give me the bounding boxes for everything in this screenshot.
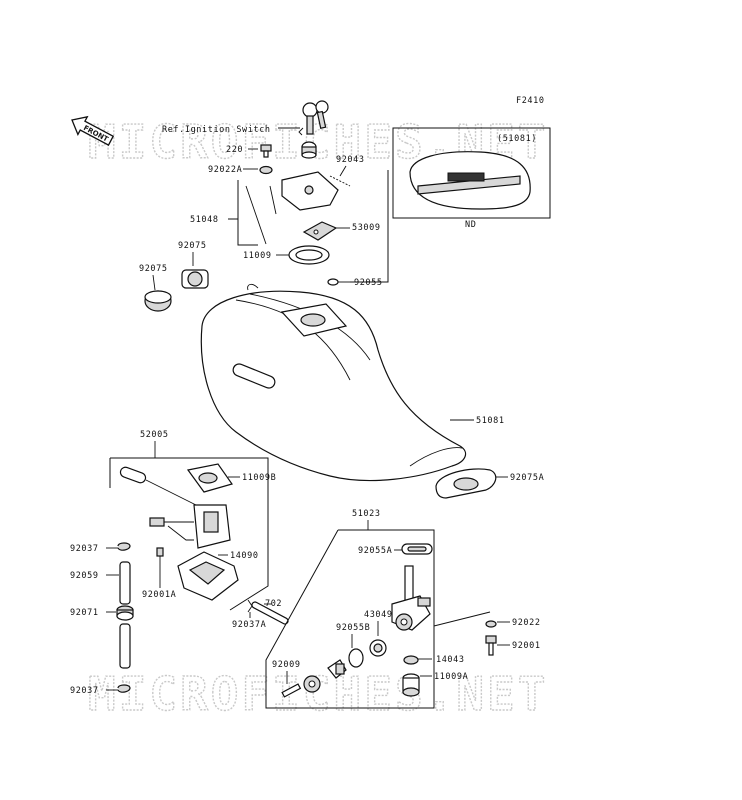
clip-92037-top-icon	[117, 542, 131, 551]
fuel-tank-icon	[200, 283, 467, 482]
label-92075-a: 92075	[178, 241, 207, 251]
clip-92037A-icon	[247, 599, 253, 613]
bolt-92001-icon	[485, 635, 497, 656]
label-92055: 92055	[354, 278, 383, 288]
label-11009A: 11009A	[434, 672, 468, 682]
screw-92009-icon	[281, 675, 321, 698]
cover-14090-icon	[177, 551, 239, 601]
spring-92043-icon	[329, 175, 351, 187]
label-92022A: 92022A	[208, 165, 242, 175]
gasket-92055A-icon	[401, 543, 433, 555]
gasket-11009-icon	[288, 245, 330, 265]
label-92059: 92059	[70, 571, 99, 581]
fuel-petcock-icon	[391, 565, 431, 631]
label-51048: 51048	[190, 215, 219, 225]
label-52005: 52005	[140, 430, 169, 440]
label-92071: 92071	[70, 608, 99, 618]
washer-92022A-icon	[259, 165, 273, 175]
label-92001A: 92001A	[142, 590, 176, 600]
label-92075-b: 92075	[139, 264, 168, 274]
watermark-bottom: MICROFICHES.NET	[88, 667, 548, 721]
cup-11009A-icon	[402, 673, 420, 697]
rod-702-icon	[251, 601, 289, 625]
label-92055A: 92055A	[358, 546, 392, 556]
label-53009: 53009	[352, 223, 381, 233]
label-92009: 92009	[272, 660, 301, 670]
label-92037A: 92037A	[232, 620, 266, 630]
hose-lower-icon	[119, 623, 131, 669]
label-92075A: 92075A	[510, 473, 544, 483]
label-92001: 92001	[512, 641, 541, 651]
label-92043: 92043	[336, 155, 365, 165]
screw-220-icon	[260, 144, 272, 158]
label-11009: 11009	[243, 251, 272, 261]
tank-emblem-icon	[409, 151, 531, 210]
cap-plate-icon	[281, 171, 339, 211]
lever-icon	[327, 659, 347, 679]
washer-92022-icon	[485, 620, 497, 628]
clip-92037-bottom-icon	[117, 684, 131, 693]
label-43049: 43049	[364, 610, 393, 620]
cushion-92075-b-icon	[144, 290, 172, 312]
label-702: 702	[265, 599, 282, 609]
label-51023: 51023	[352, 509, 381, 519]
label-220: 220	[226, 145, 243, 155]
label-92037-bot: 92037	[70, 686, 99, 696]
fuel-gauge-sender-icon	[119, 463, 233, 549]
keys-icon	[298, 100, 329, 136]
inset-caption: ND	[465, 220, 476, 230]
oring-92055B-icon	[348, 648, 364, 668]
bolt-92001A-icon	[156, 547, 164, 557]
label-92022: 92022	[512, 618, 541, 628]
cushion-92075-a-icon	[181, 269, 209, 289]
inset-frame	[392, 127, 551, 219]
washer-14043-icon	[403, 655, 419, 665]
hose-92059-icon	[119, 561, 131, 605]
label-92055B: 92055B	[336, 623, 370, 633]
label-11009B: 11009B	[242, 473, 276, 483]
latch-53009-icon	[302, 221, 338, 241]
lock-cylinder-icon	[301, 141, 317, 159]
pad-92075A-icon	[435, 468, 497, 499]
ref-ignition-note: Ref.Ignition Switch	[162, 125, 271, 135]
joint-92071-icon	[116, 605, 134, 621]
label-14043: 14043	[436, 655, 465, 665]
label-14090: 14090	[230, 551, 259, 561]
label-51081: 51081	[476, 416, 505, 426]
diagram-code: F2410	[516, 96, 545, 106]
oring-92055-icon	[327, 278, 339, 286]
label-92037-top: 92037	[70, 544, 99, 554]
inset-ref: (51081)	[497, 134, 537, 144]
